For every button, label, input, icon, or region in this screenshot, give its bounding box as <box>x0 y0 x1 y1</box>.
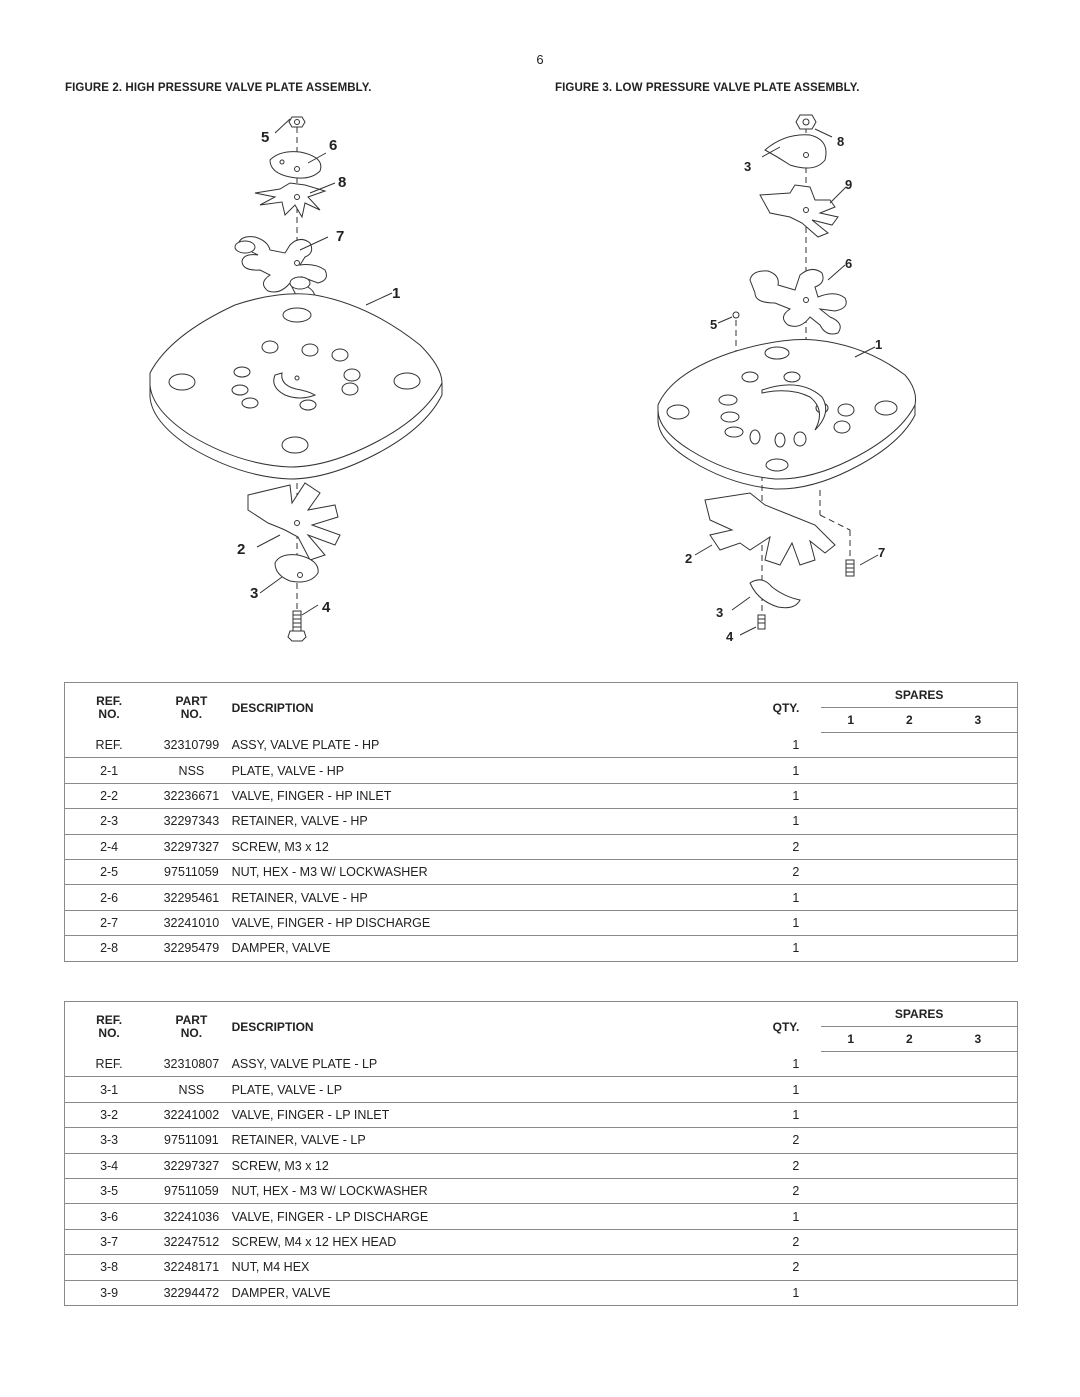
header-description: DESCRIPTION <box>231 700 314 715</box>
callout-6: 6 <box>845 256 852 271</box>
screw-part <box>287 610 307 642</box>
header-ref-no: REF.NO. <box>96 693 123 721</box>
lower-retainer-part <box>749 579 801 609</box>
callout-3: 3 <box>744 159 751 174</box>
hex-head-screw-part <box>845 559 855 577</box>
retainer-part <box>764 134 827 169</box>
inlet-finger-valve-part <box>704 492 836 566</box>
callout-8: 8 <box>338 174 346 191</box>
inlet-finger-valve-part <box>247 482 341 561</box>
damper-part <box>759 184 839 238</box>
callout-5: 5 <box>710 317 717 332</box>
header-spares: SPARES <box>821 682 1018 708</box>
callout-2: 2 <box>685 551 692 566</box>
screw-part <box>732 311 740 319</box>
callout-5: 5 <box>261 129 269 146</box>
lower-screw-part <box>757 614 766 630</box>
callout-6: 6 <box>329 137 337 154</box>
callout-2: 2 <box>237 541 245 558</box>
header-spares: SPARES <box>821 1001 1018 1027</box>
callout-3: 3 <box>250 585 258 602</box>
header-spares-3: 3 <box>938 1026 1018 1052</box>
header-spares-1: 1 <box>821 707 881 733</box>
callout-3-lower: 3 <box>716 605 723 620</box>
hex-nut-part <box>795 114 817 130</box>
header-qty: QTY. <box>772 1019 800 1034</box>
header-description: DESCRIPTION <box>231 1019 314 1034</box>
discharge-finger-valve-part <box>749 269 847 335</box>
valve-plate-part <box>657 339 916 490</box>
figure-2-title: FIGURE 2. HIGH PRESSURE VALVE PLATE ASSE… <box>65 82 372 94</box>
callout-8: 8 <box>837 134 844 149</box>
header-qty: QTY. <box>772 700 800 715</box>
lower-retainer-part <box>274 554 319 583</box>
hex-nut-part <box>288 116 306 128</box>
discharge-finger-valve-part <box>234 236 327 304</box>
header-ref-no: REF.NO. <box>96 1012 123 1040</box>
page-number: 6 <box>536 52 544 67</box>
valve-plate-part <box>149 293 443 480</box>
damper-part <box>254 182 327 219</box>
header-spares-2: 2 <box>880 707 939 733</box>
retainer-part <box>269 151 322 179</box>
callout-1: 1 <box>875 337 882 352</box>
callout-4: 4 <box>322 599 331 616</box>
callout-4: 4 <box>726 629 734 644</box>
header-spares-2: 2 <box>880 1026 939 1052</box>
header-spares-1: 1 <box>821 1026 881 1052</box>
header-spares-3: 3 <box>938 707 1018 733</box>
callout-1: 1 <box>392 285 400 302</box>
callout-9: 9 <box>845 177 852 192</box>
figure-3-exploded-diagram: 8 3 9 6 5 1 2 7 3 4 <box>657 114 916 644</box>
callout-7: 7 <box>878 545 885 560</box>
figure-2-exploded-diagram: 5 6 8 7 1 2 3 4 <box>149 116 443 642</box>
callout-7: 7 <box>336 228 344 245</box>
figure-3-title: FIGURE 3. LOW PRESSURE VALVE PLATE ASSEM… <box>555 82 860 94</box>
